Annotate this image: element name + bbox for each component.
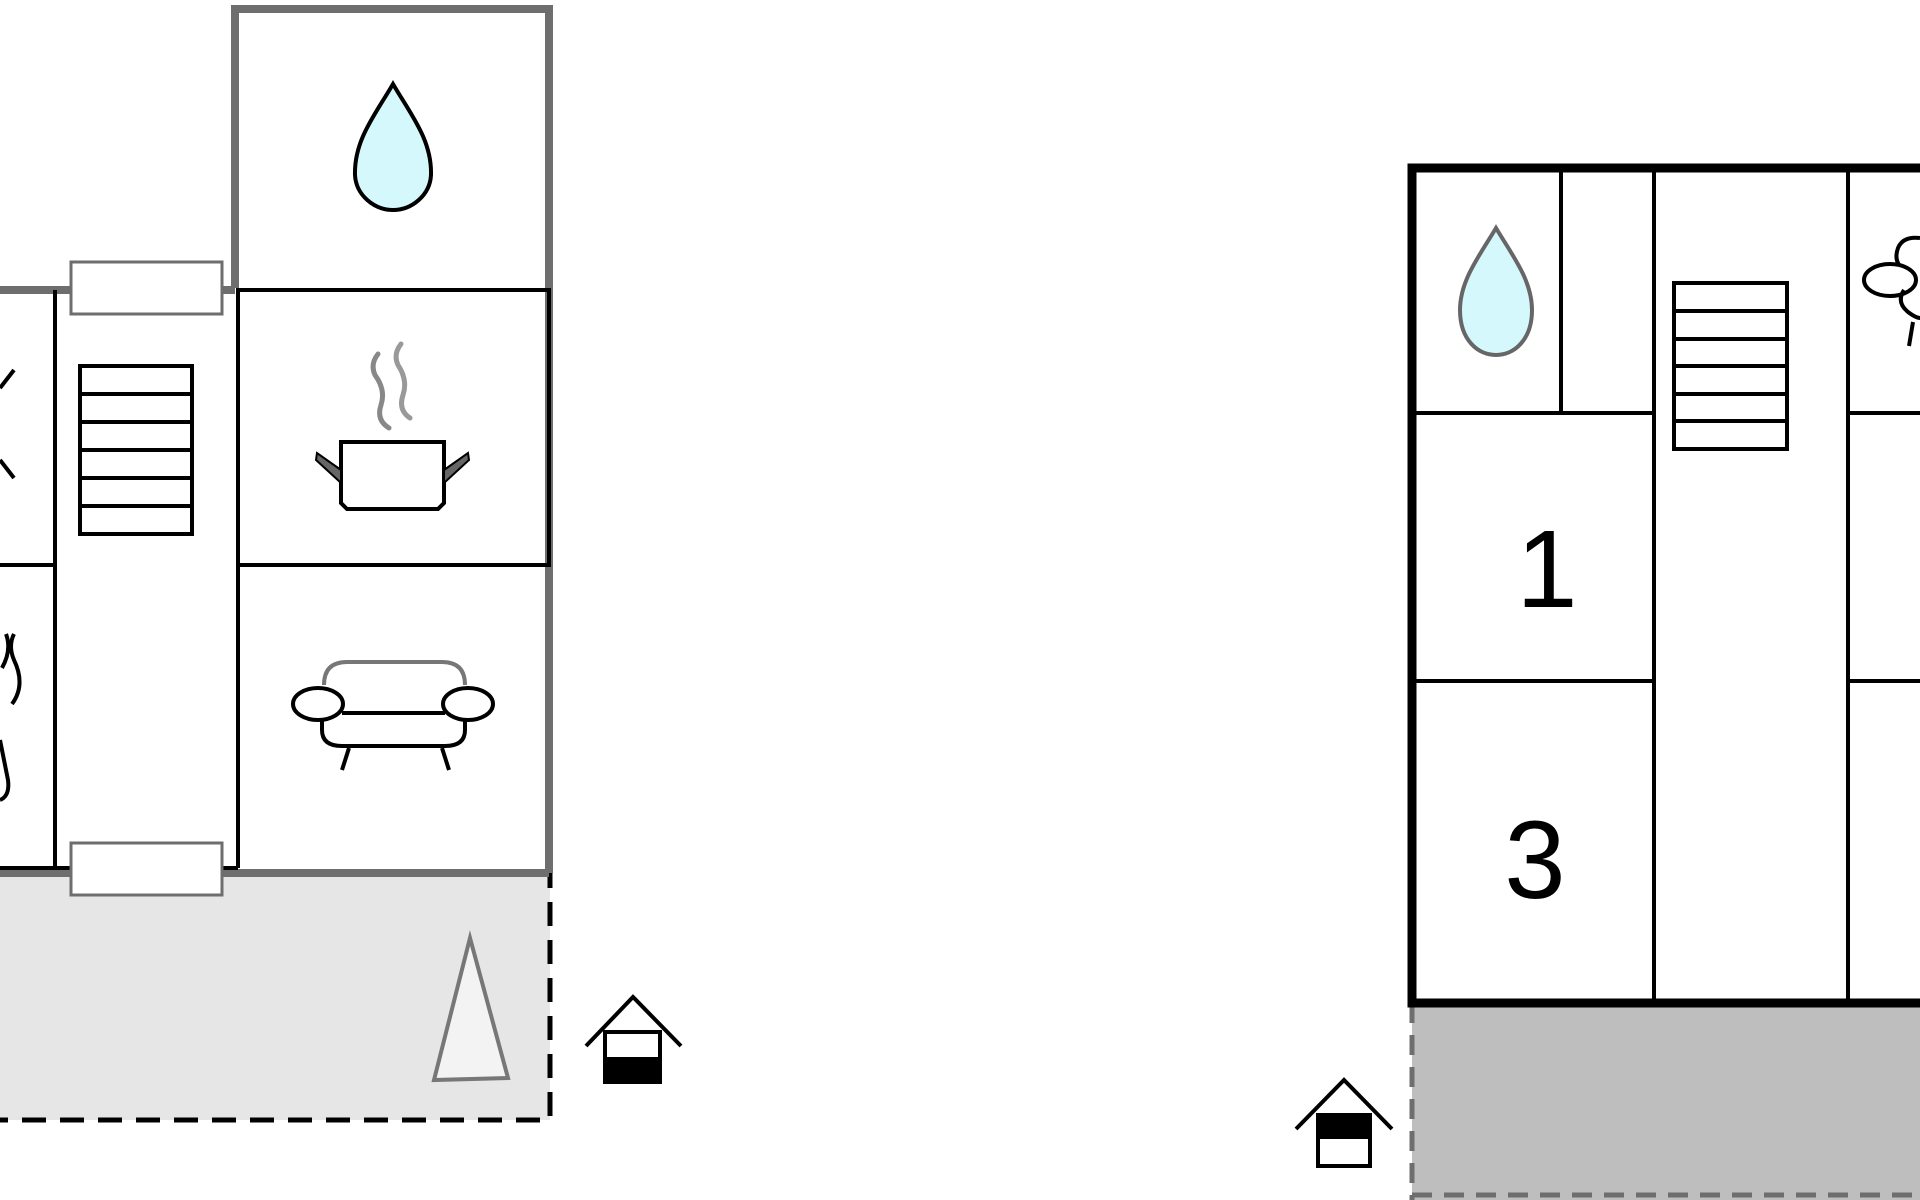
left-floor-plan — [0, 5, 683, 1123]
cooking-pot-icon — [314, 341, 471, 511]
entrance-house-icon — [1294, 1077, 1394, 1168]
window — [69, 260, 224, 316]
window — [69, 841, 224, 897]
water-drop-icon — [352, 80, 434, 213]
patio-area — [1412, 1003, 1920, 1200]
staircase-icon — [78, 364, 194, 536]
entrance-house-icon — [584, 994, 683, 1084]
right-floor-plan: 1 3 — [1294, 163, 1920, 1200]
garden-chair-icon-partial — [1862, 235, 1920, 347]
sauna-icon-partial — [0, 368, 22, 802]
room-number-1: 1 — [1516, 508, 1577, 631]
staircase-icon — [1672, 281, 1789, 451]
terrace-dashed-edge — [0, 826, 553, 1123]
bathroom-annex-wall — [231, 5, 553, 288]
parasol-icon — [431, 930, 511, 1083]
kitchen-room — [236, 288, 551, 567]
room-number-3: 3 — [1504, 799, 1565, 922]
sofa-icon — [291, 660, 495, 771]
outer-wall — [1407, 163, 1920, 1008]
water-drop-icon — [1457, 224, 1535, 358]
